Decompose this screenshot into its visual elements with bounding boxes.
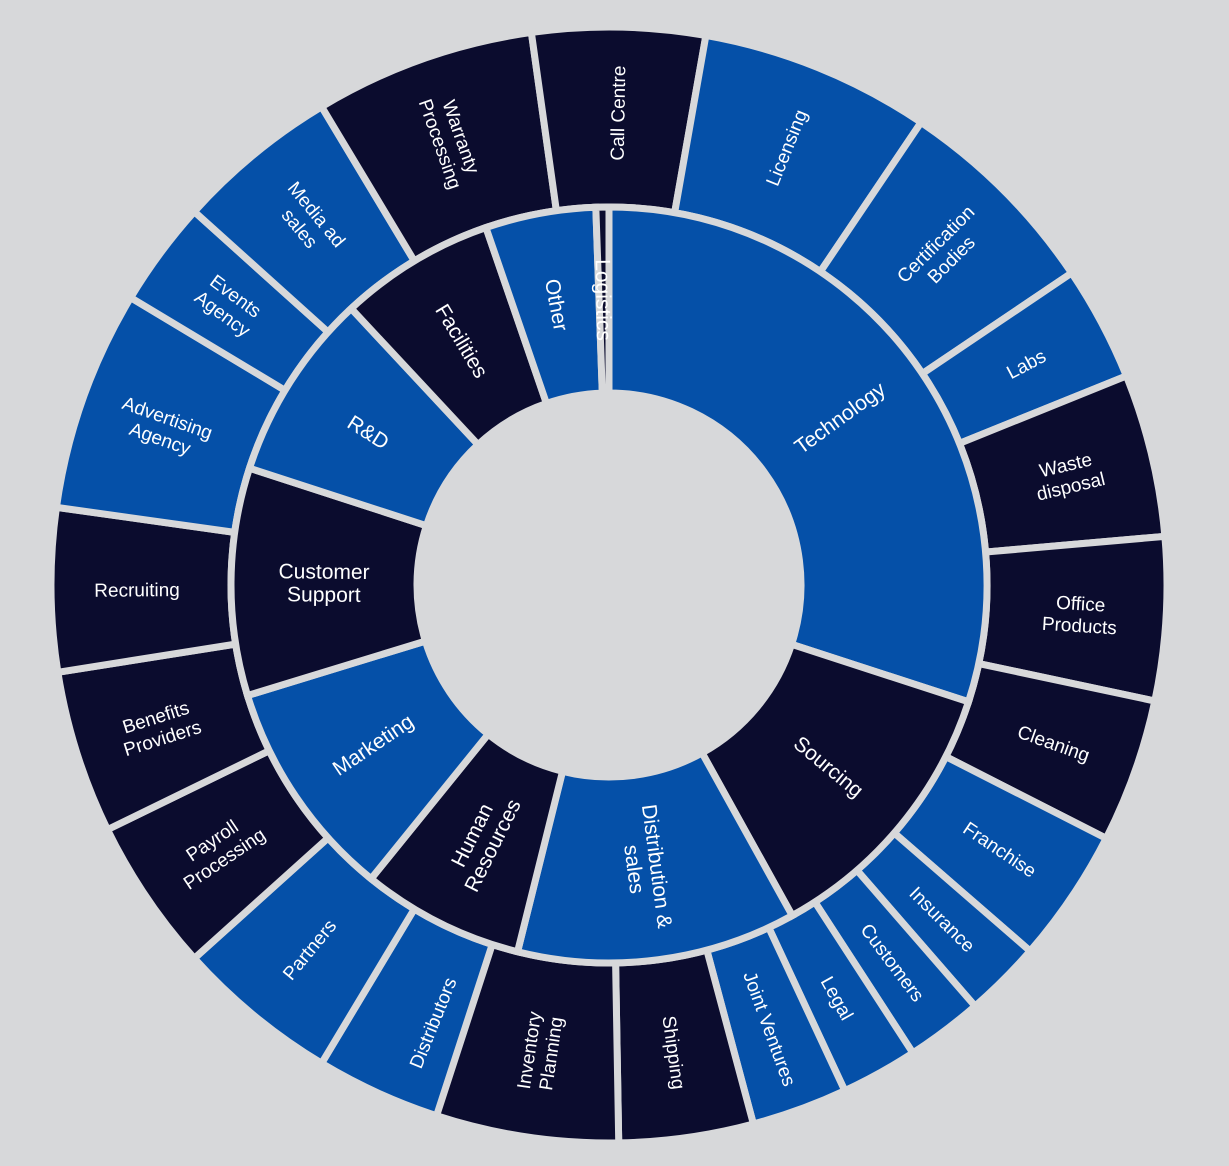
label-recruiting: Recruiting bbox=[94, 580, 180, 602]
segment-technology bbox=[605, 203, 991, 707]
segment-sourcing bbox=[697, 639, 973, 921]
center-hole bbox=[419, 395, 799, 775]
segment-logistics bbox=[592, 203, 613, 397]
segment-distribution-and-sales bbox=[513, 748, 798, 967]
label-logistics: Logistics bbox=[591, 259, 615, 341]
outer-ring: HardwareissuesLicensedVendorSolutionsHos… bbox=[47, 23, 1171, 1147]
label-call-centre: Call Centre bbox=[608, 65, 631, 160]
label-office-products: OfficeProducts bbox=[1041, 592, 1118, 639]
label-waste-disposal: Wastedisposal bbox=[1030, 448, 1108, 506]
